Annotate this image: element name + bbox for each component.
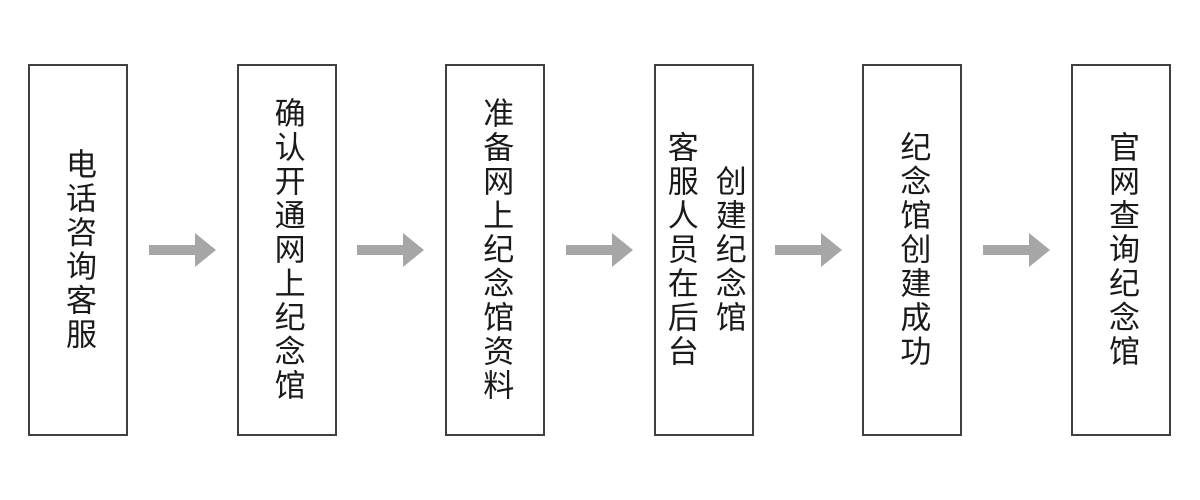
- arrow-right-icon: [565, 233, 633, 267]
- flow-step-3: 准备网上纪念馆资料: [445, 64, 546, 436]
- arrow-right-icon: [983, 233, 1051, 267]
- flow-step-2: 确认开通网上纪念馆: [236, 64, 337, 436]
- arrow-shaft: [357, 245, 404, 255]
- flow-step-3-text: 准备网上纪念馆资料: [471, 97, 519, 403]
- arrow-right-icon: [774, 233, 842, 267]
- flow-step-5-text: 纪念馆创建成功: [888, 131, 936, 369]
- arrow-head: [820, 233, 842, 267]
- flow-step-5-line: 纪念馆创建成功: [895, 131, 931, 369]
- arrow-shaft: [983, 245, 1030, 255]
- arrow-right-icon: [357, 233, 425, 267]
- arrow-right-icon: [148, 233, 216, 267]
- flow-step-4-line-1: 客服人员在后台: [662, 131, 698, 369]
- flow-step-3-line: 准备网上纪念馆资料: [478, 97, 514, 403]
- flow-step-2-line: 确认开通网上纪念馆: [269, 97, 305, 403]
- arrow-head: [403, 233, 425, 267]
- flow-step-6-line: 官网查询纪念馆: [1103, 131, 1139, 369]
- flow-step-4-line-2: 创建纪念馆: [710, 165, 746, 335]
- flow-step-5: 纪念馆创建成功: [862, 64, 963, 436]
- arrow-shaft: [148, 245, 195, 255]
- arrow-head: [194, 233, 216, 267]
- flow-step-6: 官网查询纪念馆: [1070, 64, 1171, 436]
- flow-step-1-line: 电话咨询客服: [61, 148, 96, 352]
- flow-step-2-text: 确认开通网上纪念馆: [263, 97, 311, 403]
- flow-step-4-text: 客服人员在后台 创建纪念馆: [656, 131, 752, 369]
- arrow-head: [1029, 233, 1051, 267]
- arrow-shaft: [774, 245, 821, 255]
- arrow-head: [611, 233, 633, 267]
- flow-step-1: 电话咨询客服: [28, 64, 128, 436]
- flow-step-4: 客服人员在后台 创建纪念馆: [653, 64, 754, 436]
- flow-step-6-text: 官网查询纪念馆: [1097, 131, 1145, 369]
- flow-step-1-text: 电话咨询客服: [54, 148, 102, 352]
- arrow-shaft: [565, 245, 612, 255]
